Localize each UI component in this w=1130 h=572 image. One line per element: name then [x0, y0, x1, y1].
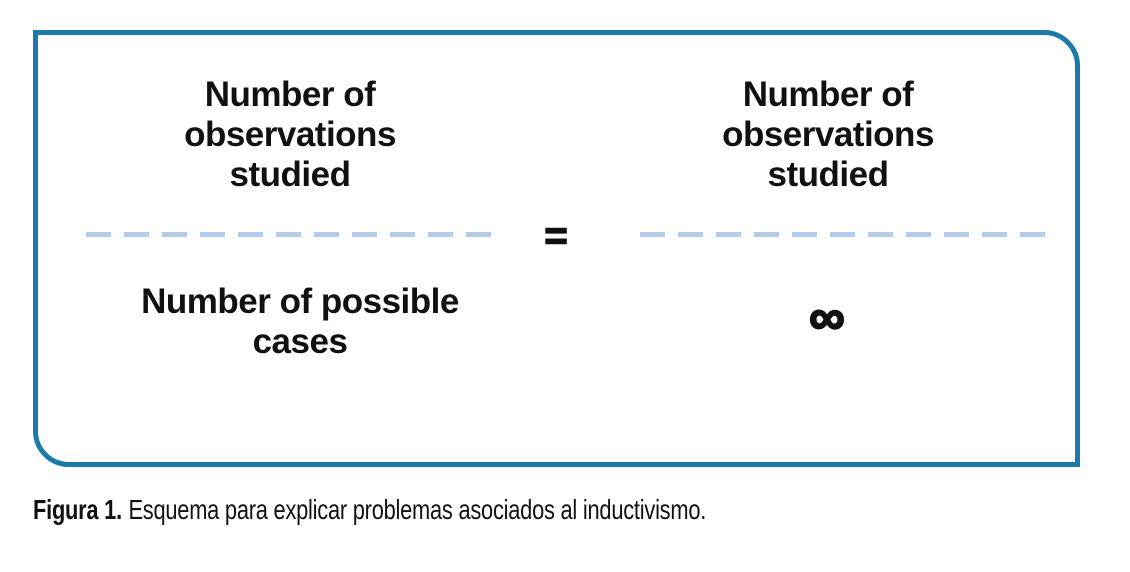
infinity-symbol: ∞ — [808, 289, 846, 345]
right-fraction-bar — [640, 232, 1052, 237]
figure-caption-text: Esquema para explicar problemas asociado… — [128, 494, 707, 525]
figure-caption-label: Figura 1. — [33, 494, 122, 525]
left-fraction-denominator: Number of possible cases — [141, 282, 459, 361]
left-fraction-numerator: Number of observations studied — [184, 75, 396, 194]
left-fraction-bar — [86, 232, 498, 237]
equals-sign: = — [544, 213, 569, 259]
figure-caption: Figura 1.Esquema para explicar problemas… — [33, 492, 883, 528]
diagram-border-box — [33, 30, 1080, 467]
right-fraction-numerator: Number of observations studied — [722, 75, 934, 194]
